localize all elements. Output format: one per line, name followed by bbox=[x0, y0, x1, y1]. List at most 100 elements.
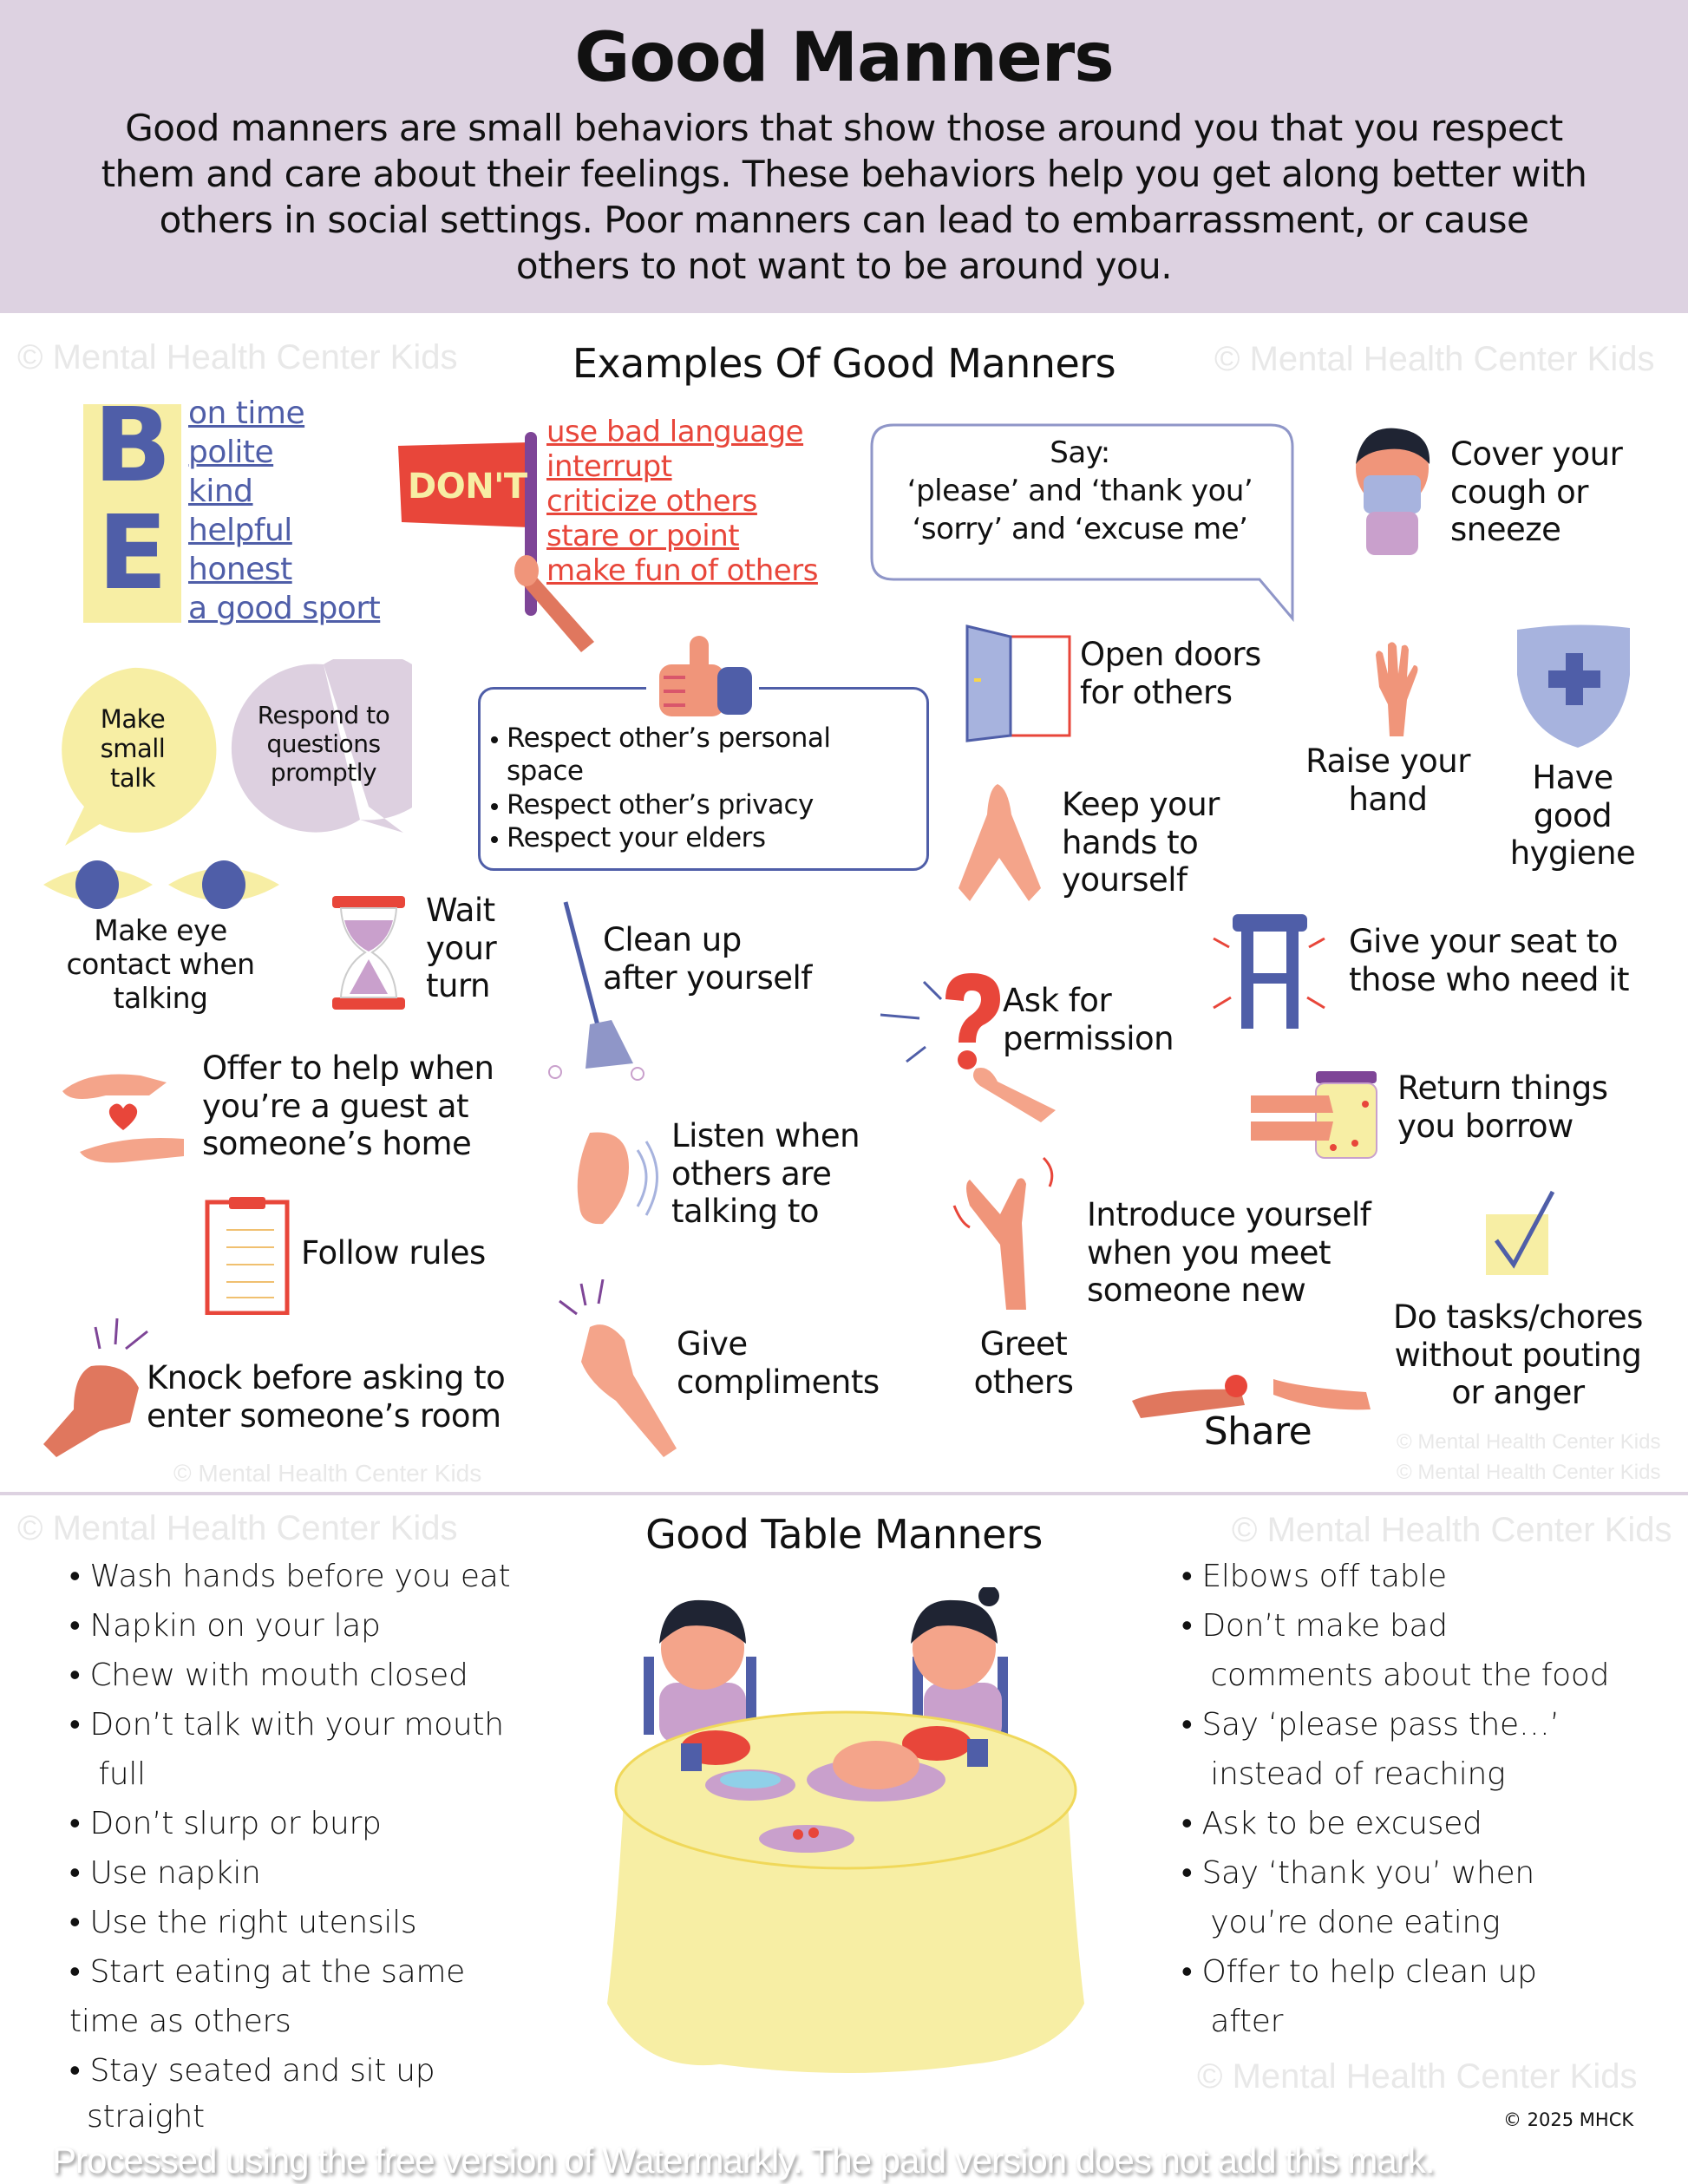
intro-text: Good manners are small behaviors that sh… bbox=[101, 107, 1587, 287]
table-manner-item: • Start eating at the same bbox=[69, 1954, 465, 1990]
watermark: © Mental Health Center Kids bbox=[1397, 1430, 1661, 1454]
table-manner-item: • Don’t talk with your mouth bbox=[69, 1707, 504, 1743]
ear-icon bbox=[577, 1132, 658, 1225]
dont-item: interrupt bbox=[546, 449, 672, 484]
watermark: © Mental Health Center Kids bbox=[17, 338, 458, 376]
speech-bubble-icon bbox=[870, 423, 1294, 623]
table-manner-item: after bbox=[1181, 2004, 1284, 2039]
respond-text: Respond to questions promptly bbox=[257, 701, 390, 788]
checkmark-icon bbox=[1486, 1190, 1555, 1275]
dont-item: make fun of others bbox=[546, 553, 818, 588]
raise-hand-text: Raise your hand bbox=[1305, 742, 1470, 818]
dont-flag-label: DON'T bbox=[408, 467, 527, 507]
share-text: Share bbox=[1203, 1409, 1312, 1454]
table-manner-item: • Chew with mouth closed bbox=[69, 1658, 468, 1693]
table-manner-item: • Stay seated and sit up bbox=[69, 2053, 435, 2089]
permission-text: Ask for permission bbox=[1003, 982, 1174, 1057]
table-manner-item: • Use the right utensils bbox=[69, 1905, 417, 1940]
wait-text: Wait your turn bbox=[426, 892, 497, 1005]
watermark: © Mental Health Center Kids bbox=[1397, 1461, 1661, 1484]
table-manner-item: straight bbox=[87, 2099, 205, 2135]
table-manner-item: comments about the food bbox=[1181, 1658, 1610, 1693]
be-item: kind bbox=[188, 474, 253, 509]
be-item: on time bbox=[188, 396, 305, 431]
talk-bubbles-icon bbox=[62, 659, 412, 846]
watermark: © Mental Health Center Kids bbox=[1232, 1511, 1672, 1549]
bullet-marks bbox=[491, 736, 498, 843]
respect-item: Respect your elders bbox=[507, 822, 766, 853]
cough-text: Cover your cough or sneeze bbox=[1450, 435, 1623, 549]
thumbs-up-icon bbox=[659, 636, 752, 716]
door-icon bbox=[965, 624, 1071, 742]
eyes-icon bbox=[43, 860, 279, 909]
table-manner-item: • Use napkin bbox=[69, 1855, 261, 1891]
table-manner-item: • Offer to help clean up bbox=[1181, 1954, 1537, 1990]
clean-text: Clean up after yourself bbox=[603, 921, 812, 997]
compliments-text: Give compliments bbox=[677, 1325, 880, 1401]
stool-icon bbox=[1213, 914, 1325, 1029]
copyright: © 2025 MHCK bbox=[1503, 2109, 1634, 2130]
dont-flag-icon bbox=[398, 432, 594, 652]
say-text: Say: ‘please’ and ‘thank you’ ‘sorry’ an… bbox=[906, 435, 1253, 547]
clapping-hand-icon bbox=[559, 1279, 677, 1457]
section-divider bbox=[0, 1492, 1688, 1495]
hourglass-icon bbox=[332, 896, 405, 1010]
examples-heading: Examples Of Good Manners bbox=[572, 340, 1116, 387]
table-manner-item: • Napkin on your lap bbox=[69, 1608, 381, 1644]
be-item: polite bbox=[188, 435, 274, 470]
table-manner-item: time as others bbox=[69, 2004, 291, 2039]
hands-text: Keep your hands to yourself bbox=[1062, 786, 1220, 899]
cough-person-icon bbox=[1356, 428, 1430, 555]
rules-text: Follow rules bbox=[301, 1234, 486, 1272]
raised-hand-icon bbox=[1376, 642, 1418, 736]
introduce-text: Introduce yourself when you meet someone… bbox=[1087, 1196, 1371, 1310]
table-manner-item: • Say ‘please pass the…’ bbox=[1181, 1707, 1560, 1743]
table-manner-item: • Ask to be excused bbox=[1181, 1806, 1482, 1841]
table-manner-item: • Wash hands before you eat bbox=[69, 1559, 511, 1594]
table-manner-item: instead of reaching bbox=[1181, 1756, 1506, 1792]
offer-help-text: Offer to help when you’re a guest at som… bbox=[202, 1049, 494, 1163]
hygiene-text: Have good hygiene bbox=[1509, 759, 1636, 873]
table-manner-item: you’re done eating bbox=[1181, 1905, 1501, 1940]
waving-hand-icon bbox=[952, 1156, 1054, 1310]
page-title: Good Manners bbox=[574, 19, 1114, 97]
heart-hands-icon bbox=[62, 1074, 184, 1163]
broom-icon bbox=[548, 901, 644, 1081]
eye-contact-text: Make eye contact when talking bbox=[66, 913, 255, 1015]
be-item: honest bbox=[188, 552, 292, 587]
watermarkly-notice: Processed using the free version of Wate… bbox=[52, 2140, 1435, 2181]
jar-icon bbox=[1251, 1071, 1377, 1159]
listen-text: Listen when others are talking to bbox=[671, 1117, 860, 1231]
dining-table-illustration bbox=[607, 1587, 1084, 2073]
header-band bbox=[0, 0, 1688, 313]
small-talk-text: Make small talk bbox=[100, 704, 166, 794]
respect-item: Respect other’s privacy bbox=[507, 789, 814, 821]
knocking-fist-icon bbox=[43, 1318, 148, 1457]
be-item: a good sport bbox=[188, 591, 381, 626]
question-mark-icon bbox=[880, 973, 1056, 1122]
hygiene-shield-icon bbox=[1517, 624, 1630, 748]
sharing-hands-icon bbox=[1132, 1375, 1371, 1418]
be-letters: B E bbox=[93, 385, 172, 612]
table-manners-heading: Good Table Manners bbox=[645, 1511, 1043, 1558]
chores-text: Do tasks/chores without pouting or anger bbox=[1393, 1298, 1643, 1412]
seat-text: Give your seat to those who need it bbox=[1349, 923, 1630, 998]
table-manner-item: full bbox=[69, 1756, 146, 1792]
watermark: © Mental Health Center Kids bbox=[17, 1509, 458, 1547]
watermark: © Mental Health Center Kids bbox=[1197, 2057, 1638, 2096]
doors-text: Open doors for others bbox=[1080, 636, 1261, 711]
watermark: © Mental Health Center Kids bbox=[173, 1460, 482, 1487]
clipboard-icon bbox=[205, 1197, 290, 1315]
table-manner-item: • Don’t slurp or burp bbox=[69, 1806, 382, 1841]
table-manner-item: • Don’t make bad bbox=[1181, 1608, 1448, 1644]
watermark: © Mental Health Center Kids bbox=[1214, 340, 1655, 378]
be-box bbox=[83, 404, 181, 623]
knock-text: Knock before asking to enter someone’s r… bbox=[147, 1359, 506, 1435]
return-text: Return things you borrow bbox=[1397, 1069, 1608, 1145]
praying-hands-icon bbox=[958, 784, 1041, 901]
greet-text: Greet others bbox=[973, 1325, 1074, 1401]
dont-item: stare or point bbox=[546, 519, 740, 553]
respect-item: Respect other’s personal space bbox=[507, 723, 831, 787]
table-manner-item: • Elbows off table bbox=[1181, 1559, 1447, 1594]
dont-item: use bad language bbox=[546, 415, 804, 449]
